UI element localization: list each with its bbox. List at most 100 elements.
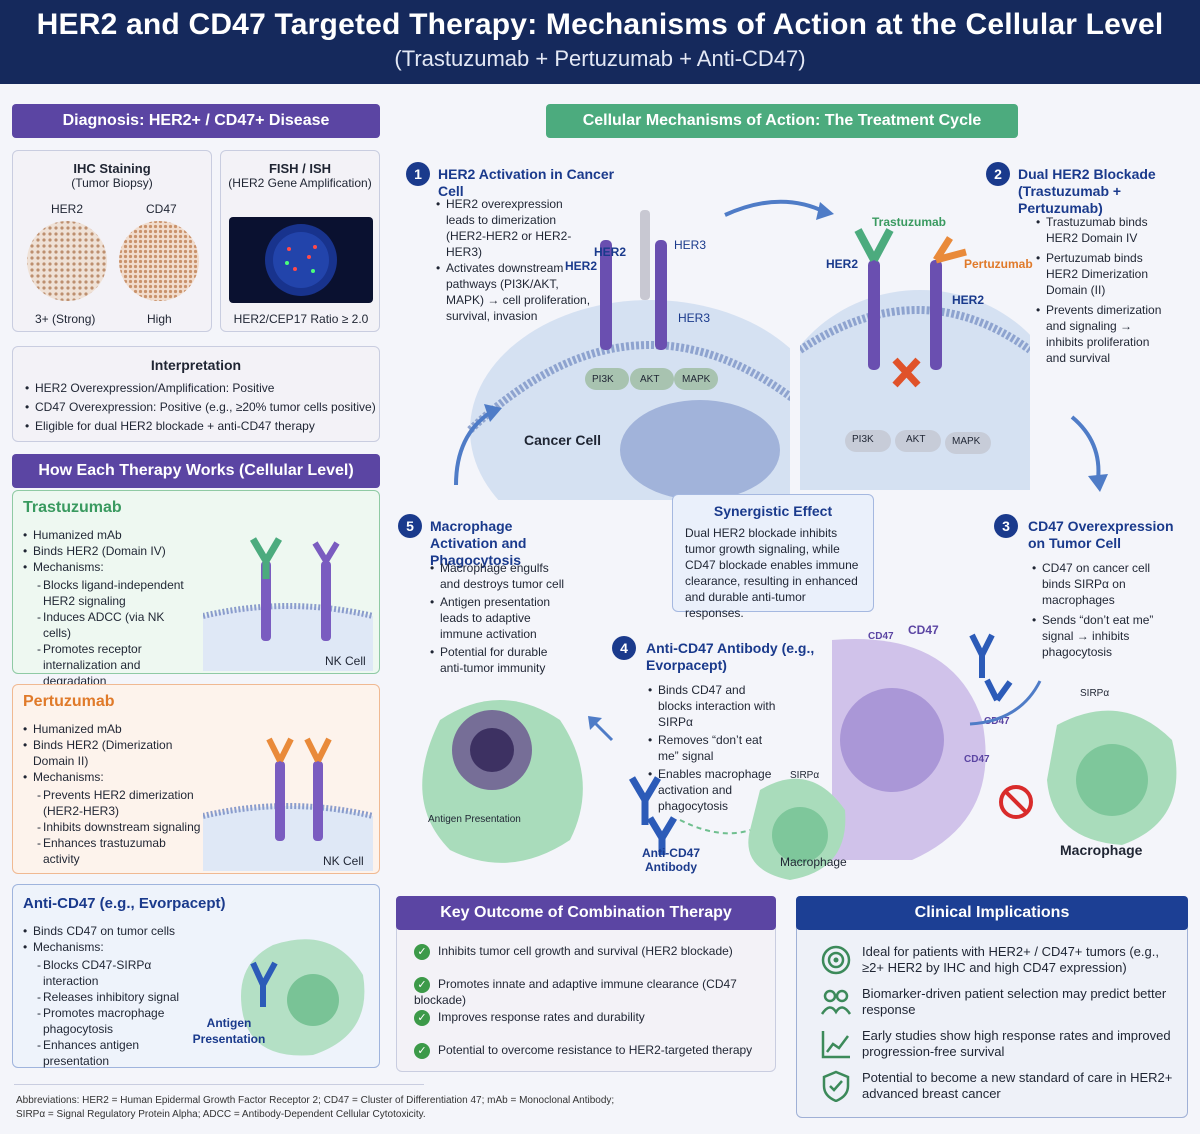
trastuzumab-item: Humanized mAb (21, 527, 211, 543)
step-1-list: HER2 overexpression leads to dimerizatio… (434, 196, 594, 324)
pertuzumab-cell-label: NK Cell (323, 854, 364, 868)
step4-macrophage-label: Macrophage (780, 855, 847, 869)
cancer-cell-step1 (467, 210, 790, 500)
her2-receptor-icon (261, 561, 271, 641)
step3-cd47-label-c: CD47 (984, 716, 1010, 727)
anti-cd47-binding (628, 776, 846, 880)
step1-her3-label: HER3 (674, 238, 707, 252)
step-3-list: CD47 on cancer cell binds SIRPα on macro… (1030, 560, 1160, 660)
pertuzumab-antibody-icon (933, 236, 967, 264)
pertuzumab-mechanisms: Prevents HER2 dimerization (HER2-HER3) I… (35, 787, 205, 867)
arrow-5-to-1 (454, 404, 502, 486)
arrow-4-to-5 (588, 716, 614, 742)
step-1-item: Activates downstream pathways (PI3K/AKT,… (434, 260, 594, 324)
fish-panel: FISH / ISH (HER2 Gene Amplification) HER… (220, 150, 380, 332)
trastuzumab-mech: Promotes receptor internalization and de… (35, 641, 195, 689)
her2-receptor-icon (600, 240, 612, 350)
trastuzumab-illustration (203, 537, 373, 671)
nucleus-icon (620, 400, 780, 500)
arrow-1-to-2 (724, 199, 834, 220)
step1-pi3k-label: PI3K (592, 374, 614, 385)
check-icon: ✓ (414, 1043, 430, 1059)
ihc-cd47-label: CD47 (146, 202, 177, 216)
page-subtitle: (Trastuzumab + Pertuzumab + Anti-CD47) (394, 46, 806, 71)
clinical-text: Potential to become a new standard of ca… (862, 1070, 1173, 1101)
target-icon (821, 945, 851, 975)
patients-icon (820, 989, 852, 1015)
anti-cd47-antibody-icon (250, 961, 278, 1007)
trastuzumab-title: Trastuzumab (23, 499, 122, 516)
ihc-panel: IHC Staining (Tumor Biopsy) HER2 CD47 3+… (12, 150, 212, 332)
pertuzumab-item: Binds HER2 (Dimerization Domain II) (21, 737, 191, 769)
clinical-text: Ideal for patients with HER2+ / CD47+ tu… (862, 944, 1159, 975)
synergy-text: Dual HER2 blockade inhibits tumor growth… (685, 526, 859, 620)
interpretation-item: HER2 Overexpression/Amplification: Posit… (23, 379, 379, 398)
trastuzumab-panel: Trastuzumab Humanized mAb Binds HER2 (Do… (12, 490, 380, 688)
interpretation-panel: Interpretation HER2 Overexpression/Ampli… (12, 346, 380, 442)
check-icon: ✓ (414, 1010, 430, 1026)
step3-sirpa-label: SIRPα (1080, 688, 1110, 699)
trastuzumab-item: Mechanisms: (21, 559, 211, 575)
step-2-title: Dual HER2 Blockade (Trastuzumab + Pertuz… (1018, 166, 1156, 216)
trastuzumab-antibody-icon (249, 537, 283, 579)
step-4-item: Enables macrophage activation and phagoc… (646, 766, 782, 814)
step2-pi3k-label: PI3K (852, 434, 874, 445)
step-3-number: 3 (994, 514, 1018, 538)
step1-her3-label-b: HER3 (678, 311, 711, 325)
step-3-title: CD47 Overexpression on Tumor Cell (1028, 518, 1174, 551)
outcome-text: Inhibits tumor cell growth and survival … (438, 944, 733, 959)
fish-title: FISH / ISH (268, 161, 332, 176)
step1-mapk-label: MAPK (682, 374, 711, 385)
clinical-text: Biomarker-driven patient selection may p… (862, 986, 1167, 1017)
outcome-item: ✓ Improves response rates and durability (414, 1010, 774, 1043)
diagnosis-banner: Diagnosis: HER2+ / CD47+ Disease (12, 104, 380, 138)
anticd47-mech: Blocks CD47-SIRPα interaction (35, 957, 205, 989)
arrow-3-to-4 (969, 680, 1042, 726)
footer-divider (14, 1084, 424, 1085)
cd47-tumor-macrophage (832, 633, 1177, 860)
step2-her2-label-b: HER2 (952, 293, 985, 307)
pertuzumab-mech: Enhances trastuzumab activity (35, 835, 205, 867)
outcome-text: Improves response rates and durability (438, 1010, 645, 1025)
outcome-item: ✓Inhibits tumor cell growth and survival… (414, 944, 774, 977)
page-header: HER2 and CD47 Targeted Therapy: Mechanis… (0, 0, 1200, 84)
pertuzumab-antibody-icon (266, 737, 294, 763)
anticd47-mech: Releases inhibitory signal (35, 989, 205, 1005)
ihc-title: IHC Staining (73, 161, 151, 176)
step-5-list: Macrophage engulfs and destroys tumor ce… (428, 560, 568, 676)
ihc-stain-images (27, 221, 199, 301)
step1-her2-label-a: HER2 (594, 245, 627, 259)
step3-cd47-label-b: CD47 (908, 623, 939, 637)
step-5-item: Potential for durable anti-tumor immunit… (428, 644, 568, 676)
check-icon: ✓ (414, 977, 430, 993)
outcome-list: ✓ Inhibits tumor cell growth and survival… (414, 944, 774, 1076)
ihc-her2-score: 3+ (Strong) (35, 312, 96, 326)
cancer-cell-label: Cancer Cell (524, 432, 602, 448)
anticd47-mech: Promotes macrophage phagocytosis (35, 1005, 205, 1037)
step4-sirpa-label: SIRPα (790, 770, 820, 781)
pertuzumab-item: Mechanisms: (21, 769, 191, 785)
step3-macrophage-label: Macrophage (1060, 842, 1143, 858)
step2-akt-label: AKT (906, 434, 926, 445)
phagocytosis-illustration (422, 700, 583, 863)
pertuzumab-list: Humanized mAb Binds HER2 (Dimerization D… (21, 721, 191, 785)
ihc-subtitle: (Tumor Biopsy) (71, 176, 153, 190)
shield-check-icon (822, 1070, 850, 1102)
no-eat-icon (999, 785, 1033, 819)
step2-trastuzumab-label: Trastuzumab (872, 215, 947, 229)
outcome-item: ✓Promotes innate and adaptive immune cle… (414, 977, 774, 1010)
step-1-title: HER2 Activation in Cancer Cell (438, 166, 615, 199)
step-3-item: Sends “don’t eat me” signal → inhibits p… (1030, 612, 1160, 660)
footer-abbreviations: Abbreviations: HER2 = Human Epidermal Gr… (16, 1094, 614, 1122)
step-2-number: 2 (986, 162, 1010, 186)
synergy-title: Synergistic Effect (713, 503, 833, 519)
trastuzumab-list: Humanized mAb Binds HER2 (Domain IV) Mec… (21, 527, 211, 575)
anti-cd47-antibody-icon (628, 776, 662, 825)
step-2-item: Prevents dimerization and signaling → in… (1034, 302, 1164, 366)
anticd47-title: Anti-CD47 (e.g., Evorpacept) (23, 895, 226, 912)
synergy-box: Synergistic Effect Dual HER2 blockade in… (672, 494, 874, 620)
step1-her2-label-b: HER2 (565, 259, 598, 273)
abbrev-line-1: Abbreviations: HER2 = Human Epidermal Gr… (16, 1095, 615, 1106)
step-5-number: 5 (398, 514, 422, 538)
page-title: HER2 and CD47 Targeted Therapy: Mechanis… (36, 8, 1164, 41)
